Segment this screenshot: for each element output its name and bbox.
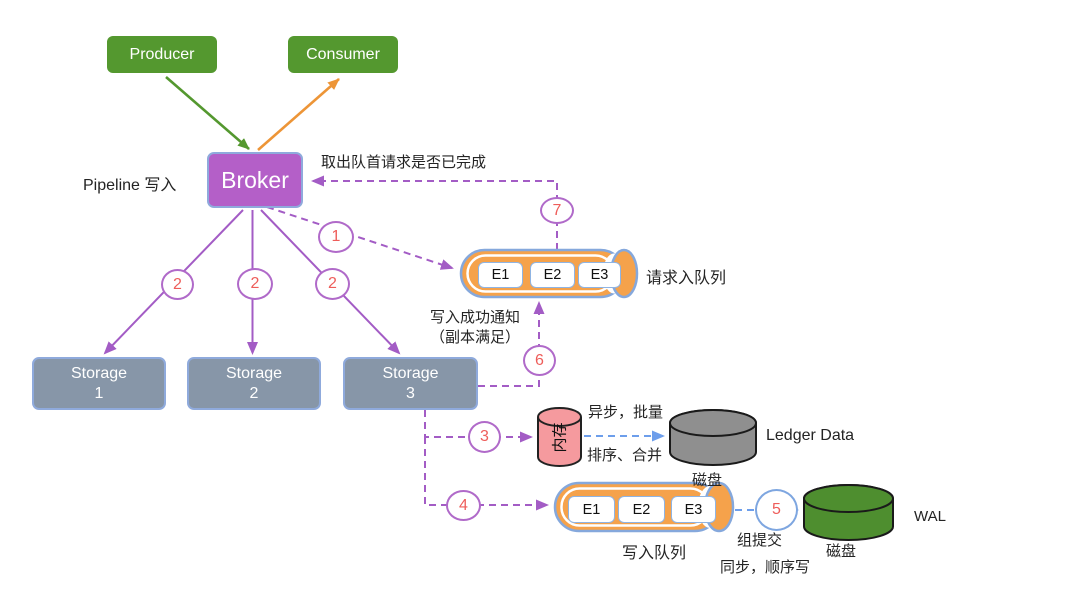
wal-label: WAL xyxy=(914,508,946,525)
request-queue-entry-e2: E2 xyxy=(530,262,575,288)
arrow-broker-to-request-queue xyxy=(266,206,454,270)
ledger-disk-label: 磁盘 xyxy=(692,472,723,489)
storage-number: 2 xyxy=(249,384,259,402)
producer-node: Producer xyxy=(107,36,217,73)
arrow-producer-to-broker xyxy=(165,76,250,150)
arrow-queue-to-broker-check xyxy=(311,175,558,250)
storage-name: Storage xyxy=(225,365,283,383)
step-circle-3: 3 xyxy=(468,421,501,453)
pipeline-write-label: Pipeline 写入 xyxy=(83,177,177,194)
group-commit-label: 组提交 xyxy=(737,532,783,549)
async-batch-label: 异步，批量 xyxy=(588,404,664,421)
storage-name: Storage xyxy=(70,365,128,383)
arrow-storage3-to-queue-notify xyxy=(478,301,545,387)
sync-sequential-label: 同步，顺序写 xyxy=(720,559,811,576)
step-circle-2b: 2 xyxy=(237,268,273,300)
storage-node-3: Storage 3 xyxy=(343,357,478,410)
broker-node: Broker xyxy=(207,152,303,208)
arrow-storage3-to-write-queue xyxy=(424,437,549,511)
request-queue-label: 请求入队列 xyxy=(646,270,727,287)
step-circle-7: 7 xyxy=(540,197,574,224)
write-success-line2: （副本满足） xyxy=(429,328,520,346)
storage-number: 3 xyxy=(406,384,415,402)
memory-label: 内存 xyxy=(538,410,581,464)
request-queue-entry-e1: E1 xyxy=(478,262,523,288)
step-circle-4: 4 xyxy=(446,490,481,521)
write-queue-entry-e1: E1 xyxy=(568,496,615,523)
request-queue-entry-e3: E3 xyxy=(578,262,621,288)
storage-number: 1 xyxy=(94,384,104,402)
sort-merge-label: 排序、合并 xyxy=(587,447,663,464)
write-queue-entry-e2: E2 xyxy=(618,496,665,523)
arrow-broker-to-consumer xyxy=(257,78,340,151)
storage-node-1: Storage 1 xyxy=(32,357,166,410)
step-circle-2a: 2 xyxy=(161,269,194,300)
write-success-note: 写入成功通知 （副本满足） xyxy=(412,308,538,348)
wal-cylinder xyxy=(803,484,894,541)
storage-node-2: Storage 2 xyxy=(187,357,321,410)
write-queue-label: 写入队列 xyxy=(622,545,687,562)
storage-name: Storage xyxy=(382,365,439,383)
consumer-node: Consumer xyxy=(288,36,398,73)
wal-disk-label: 磁盘 xyxy=(826,543,857,560)
step-circle-5: 5 xyxy=(755,489,798,531)
memory-label-text: 内存 xyxy=(551,421,569,453)
write-success-line1: 写入成功通知 xyxy=(429,309,520,326)
step-circle-2c: 2 xyxy=(315,268,350,300)
memory-cylinder xyxy=(537,407,582,467)
ledger-data-label: Ledger Data xyxy=(766,427,855,444)
ledger-cylinder xyxy=(669,409,757,466)
step-circle-6: 6 xyxy=(523,345,556,376)
write-queue-entry-e3: E3 xyxy=(671,496,716,523)
step-circle-1: 1 xyxy=(318,221,354,253)
dequeue-check-label: 取出队首请求是否已完成 xyxy=(321,154,487,171)
